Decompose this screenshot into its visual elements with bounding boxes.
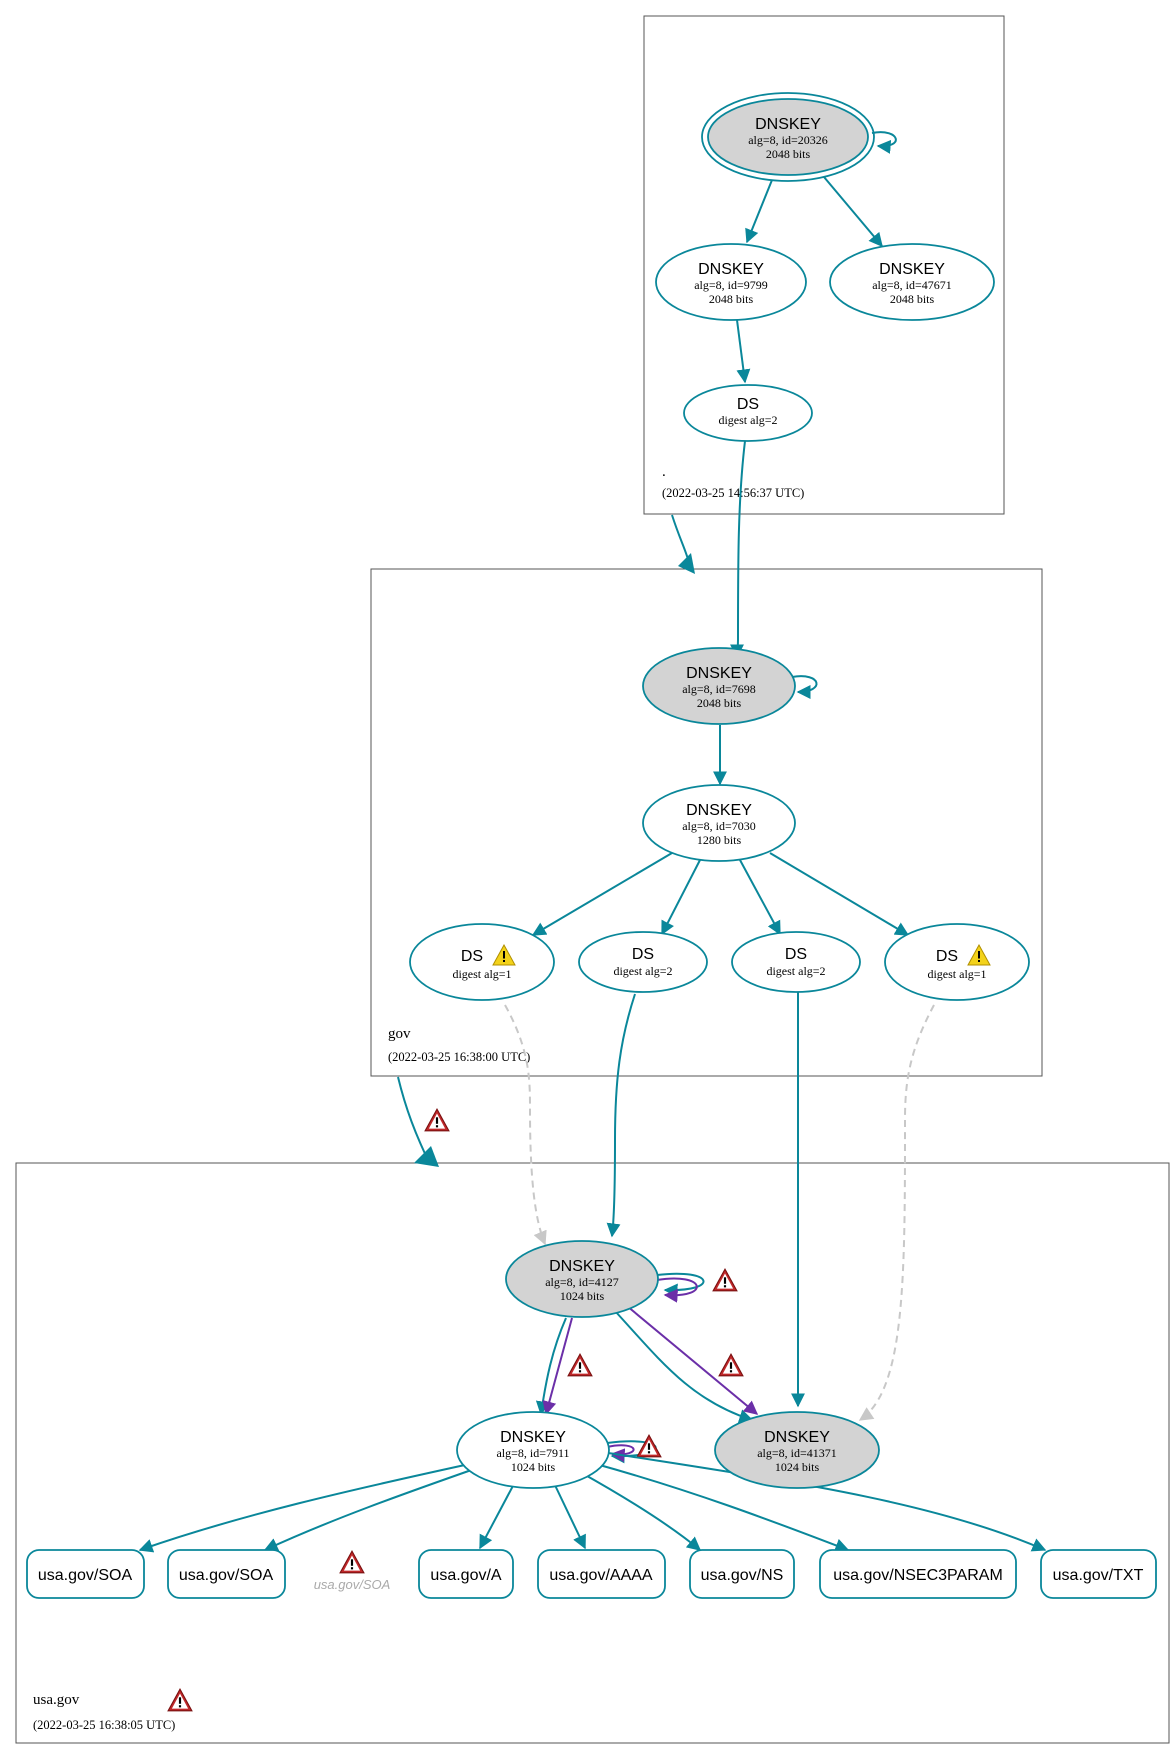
rrset-soa-2[interactable]: usa.gov/SOA — [167, 1549, 286, 1599]
node-gov-ds3-line1: digest alg=2 — [766, 964, 825, 978]
node-gov-zsk[interactable]: DNSKEY alg=8, id=7030 1280 bits — [642, 784, 796, 862]
node-gov-ksk-line1: alg=8, id=7698 — [682, 682, 756, 696]
rrset-txt-label: usa.gov/TXT — [1053, 1567, 1144, 1584]
node-gov-ksk-title: DNSKEY — [686, 665, 752, 682]
rrset-soa-ghost[interactable]: usa.gov/SOA — [314, 1550, 391, 1592]
node-gov-ds-1b[interactable]: DS digest alg=1 — [884, 923, 1030, 1001]
node-root-ksk-line1: alg=8, id=20326 — [748, 133, 828, 147]
node-root-ds[interactable]: DS digest alg=2 — [683, 384, 813, 442]
node-root-zsk-9799[interactable]: DNSKEY alg=8, id=9799 2048 bits — [655, 243, 807, 321]
rrset-aaaa[interactable]: usa.gov/AAAA — [537, 1549, 666, 1599]
node-gov-ds-1a[interactable]: DS digest alg=1 — [409, 923, 555, 1001]
delegation-gov-usagov — [397, 1076, 450, 1167]
rrset-soa-ghost-label: usa.gov/SOA — [314, 1577, 391, 1592]
node-usa-ksk1-line2: 1024 bits — [560, 1289, 605, 1303]
delegation-warning-icon — [424, 1108, 450, 1132]
zone-gov-box — [370, 568, 1043, 1077]
zone-gov-label: gov — [388, 1026, 411, 1042]
node-root-zsk2-line2: 2048 bits — [890, 292, 935, 306]
zone-gov: gov (2022-03-25 16:38:00 UTC) — [370, 568, 1043, 1077]
node-gov-ds1-title: DS — [461, 948, 483, 965]
node-usagov-zsk-7911[interactable]: DNSKEY alg=8, id=7911 1024 bits — [456, 1411, 610, 1489]
delegation-root-gov — [671, 514, 695, 574]
node-usa-ksk2-line2: 1024 bits — [775, 1460, 820, 1474]
zone-root: . (2022-03-25 14:56:37 UTC) — [643, 15, 1005, 515]
rrset-nsec3param-label: usa.gov/NSEC3PARAM — [833, 1567, 1003, 1584]
node-root-ksk-line2: 2048 bits — [766, 147, 811, 161]
node-gov-ksk-line2: 2048 bits — [697, 696, 742, 710]
rrset-soa-2-label: usa.gov/SOA — [179, 1567, 274, 1584]
rrset-a[interactable]: usa.gov/A — [418, 1549, 514, 1599]
node-gov-zsk-line1: alg=8, id=7030 — [682, 819, 756, 833]
edges-gov — [504, 675, 935, 1421]
node-gov-ds2-line1: digest alg=2 — [613, 964, 672, 978]
node-root-ksk[interactable]: DNSKEY alg=8, id=20326 2048 bits — [701, 92, 875, 182]
node-usa-ksk1-line1: alg=8, id=4127 — [545, 1275, 619, 1289]
rrset-aaaa-label: usa.gov/AAAA — [549, 1567, 653, 1584]
zsk-selfsig-warning-icon — [636, 1434, 662, 1458]
rrset-soa-1[interactable]: usa.gov/SOA — [26, 1549, 145, 1599]
ksk1-zsk-warning-icon — [567, 1353, 593, 1377]
zone-usagov-box — [15, 1162, 1170, 1744]
node-root-zsk1-line2: 2048 bits — [709, 292, 754, 306]
node-root-zsk1-line1: alg=8, id=9799 — [694, 278, 768, 292]
node-gov-ksk[interactable]: DNSKEY alg=8, id=7698 2048 bits — [642, 647, 796, 725]
node-gov-ds2-title: DS — [632, 946, 654, 963]
rrset-soa-1-label: usa.gov/SOA — [38, 1567, 133, 1584]
node-usa-zsk-line1: alg=8, id=7911 — [496, 1446, 569, 1460]
node-usa-ksk2-line1: alg=8, id=41371 — [757, 1446, 837, 1460]
zone-usagov: usa.gov (2022-03-25 16:38:05 UTC) — [15, 1162, 1170, 1744]
node-root-ds-line1: digest alg=2 — [718, 413, 777, 427]
ksk1-selfsig-warning-icon — [712, 1268, 738, 1292]
node-usagov-ksk-4127[interactable]: DNSKEY alg=8, id=4127 1024 bits — [505, 1240, 659, 1318]
node-root-ksk-title: DNSKEY — [755, 116, 821, 133]
node-usa-ksk1-title: DNSKEY — [549, 1258, 615, 1275]
node-gov-ds4-title: DS — [936, 948, 958, 965]
node-gov-ds4-line1: digest alg=1 — [927, 967, 986, 981]
zone-gov-timestamp: (2022-03-25 16:38:00 UTC) — [388, 1050, 530, 1064]
zone-root-label: . — [662, 464, 666, 480]
node-root-zsk-47671[interactable]: DNSKEY alg=8, id=47671 2048 bits — [829, 243, 995, 321]
node-usa-ksk2-title: DNSKEY — [764, 1429, 830, 1446]
zone-root-timestamp: (2022-03-25 14:56:37 UTC) — [662, 486, 804, 500]
node-gov-ds1-line1: digest alg=1 — [452, 967, 511, 981]
node-root-ds-title: DS — [737, 396, 759, 413]
ksk1-ksk2-warning-icon — [718, 1353, 744, 1377]
rrset-nsec3param[interactable]: usa.gov/NSEC3PARAM — [819, 1549, 1017, 1599]
zone-usagov-warning-icon — [167, 1688, 193, 1712]
node-usa-zsk-line2: 1024 bits — [511, 1460, 556, 1474]
rrset-ns-label: usa.gov/NS — [701, 1567, 784, 1584]
node-root-zsk2-line1: alg=8, id=47671 — [872, 278, 952, 292]
node-usa-zsk-title: DNSKEY — [500, 1429, 566, 1446]
zone-root-box — [643, 15, 1005, 515]
node-gov-ds-2a[interactable]: DS digest alg=2 — [578, 931, 708, 993]
node-usagov-ksk-41371[interactable]: DNSKEY alg=8, id=41371 1024 bits — [714, 1411, 880, 1489]
rrset-ns[interactable]: usa.gov/NS — [689, 1549, 795, 1599]
node-gov-ds-2b[interactable]: DS digest alg=2 — [731, 931, 861, 993]
zone-usagov-timestamp: (2022-03-25 16:38:05 UTC) — [33, 1718, 175, 1732]
zone-usagov-label: usa.gov — [33, 1692, 80, 1708]
edges-usagov — [138, 1268, 1047, 1553]
rrset-a-label: usa.gov/A — [430, 1567, 501, 1584]
rrset-soa-ghost-warning-icon — [339, 1550, 365, 1574]
node-root-zsk1-title: DNSKEY — [698, 261, 764, 278]
node-gov-zsk-title: DNSKEY — [686, 802, 752, 819]
node-gov-zsk-line2: 1280 bits — [697, 833, 742, 847]
node-root-zsk2-title: DNSKEY — [879, 261, 945, 278]
node-gov-ds3-title: DS — [785, 946, 807, 963]
rrset-txt[interactable]: usa.gov/TXT — [1040, 1549, 1157, 1599]
